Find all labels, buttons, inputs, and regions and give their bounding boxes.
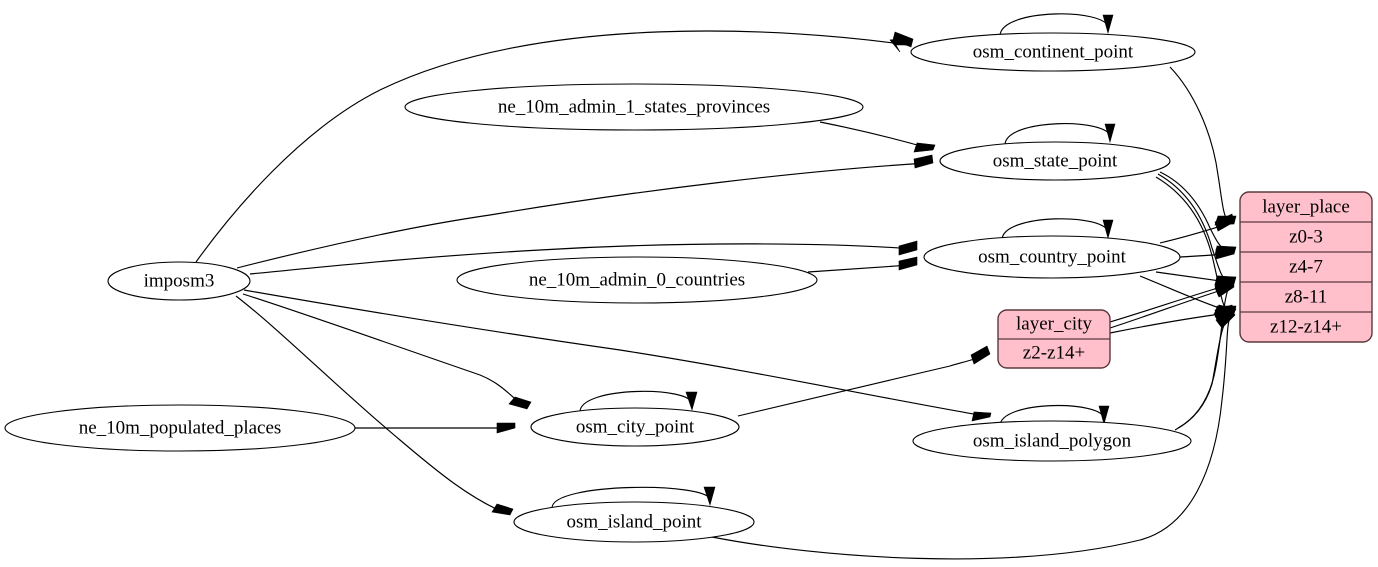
edge-ne_10m_admin_0_countries-to-osm_country_point: [807, 256, 918, 273]
edge-ne_10m_admin_1_states_provinces-to-osm_state_point: [819, 121, 936, 153]
node-osm_continent_point-shape[interactable]: [910, 32, 1196, 72]
node-osm_state_point-shape[interactable]: [939, 141, 1171, 181]
layer_city-row-z2-z14plus[interactable]: z2-z14+: [1023, 342, 1085, 363]
edge-osm_state_point-to-layer_place-z8-11: [1157, 173, 1237, 286]
edge-osm_island_point-to-layer_place-z12-z14plus: [711, 307, 1236, 560]
self-loop-osm_state_point: [1004, 123, 1116, 146]
node-layer_place-shape[interactable]: [1239, 191, 1373, 343]
node-osm_country_point[interactable]: osm_country_point: [923, 235, 1181, 279]
node-ne_10m_populated_places[interactable]: ne_10m_populated_places: [4, 404, 356, 452]
edge-layer: [195, 30, 1237, 560]
edge-ne_10m_populated_places-to-osm_city_point: [355, 422, 516, 434]
node-osm_state_point[interactable]: osm_state_point: [939, 141, 1171, 181]
node-osm_island_polygon[interactable]: osm_island_polygon: [912, 420, 1192, 462]
node-imposm3-shape[interactable]: [107, 261, 251, 301]
edge-imposm3-to-osm_continent_point: [195, 30, 914, 263]
node-layer_place[interactable]: layer_place z0-3 z4-7 z8-11 z12-z14+: [1239, 191, 1373, 343]
node-ne_10m_populated_places-shape[interactable]: [4, 404, 356, 452]
edge-osm_continent_point-to-layer_place-z0-3: [1169, 66, 1237, 226]
self-loop-osm_country_point: [1001, 218, 1114, 241]
node-imposm3-label: imposm3: [144, 270, 215, 291]
layer_place-row-z4-7[interactable]: z4-7: [1289, 256, 1323, 277]
self-loop-osm_city_point: [579, 390, 698, 413]
self-loop-osm_island_polygon: [999, 404, 1110, 427]
edge-layer_city-to-layer_place-z8-11-b: [1109, 278, 1235, 329]
record-node-layer: layer_place z0-3 z4-7 z8-11 z12-z14+ lay…: [997, 191, 1373, 369]
edge-osm_city_point-to-layer_city-z2-z14plus: [737, 345, 991, 417]
node-ne_10m_admin_1_states_provinces-shape[interactable]: [404, 83, 864, 131]
node-layer: imposm3 osm_continent_point ne_10m_admin…: [4, 32, 1196, 543]
layer_place-header-label: layer_place: [1262, 196, 1350, 217]
node-layer_city[interactable]: layer_city z2-z14+: [997, 309, 1111, 369]
node-ne_10m_admin_1_states_provinces[interactable]: ne_10m_admin_1_states_provinces: [404, 83, 864, 131]
edge-osm_country_point-to-layer_place-z0-3: [1159, 213, 1235, 244]
edge-imposm3-to-osm_island_polygon: [243, 289, 992, 422]
edge-imposm3-to-osm_country_point: [249, 240, 918, 275]
node-ne_10m_populated_places-label: ne_10m_populated_places: [79, 417, 282, 438]
node-osm_island_point-label: osm_island_point: [566, 511, 702, 532]
node-osm_state_point-label: osm_state_point: [993, 150, 1118, 171]
node-osm_city_point[interactable]: osm_city_point: [530, 407, 740, 447]
node-ne_10m_admin_1_states_provinces-label: ne_10m_admin_1_states_provinces: [498, 96, 770, 117]
edge-layer_city-to-layer_place-z12-z14plus: [1109, 304, 1235, 334]
node-ne_10m_admin_0_countries[interactable]: ne_10m_admin_0_countries: [456, 256, 818, 304]
node-osm_city_point-label: osm_city_point: [576, 416, 695, 437]
node-osm_continent_point[interactable]: osm_continent_point: [910, 32, 1196, 72]
self-loop-layer: [551, 13, 1116, 509]
node-osm_continent_point-label: osm_continent_point: [973, 41, 1134, 62]
node-osm_island_polygon-shape[interactable]: [912, 420, 1192, 462]
layer_place-row-z0-3[interactable]: z0-3: [1289, 226, 1323, 247]
edge-imposm3-to-osm_state_point: [236, 154, 934, 269]
layer_place-row-z8-11[interactable]: z8-11: [1285, 286, 1328, 307]
node-osm_country_point-label: osm_country_point: [978, 246, 1126, 267]
layer_place-row-z12-z14plus[interactable]: z12-z14+: [1270, 316, 1342, 337]
edge-imposm3-to-osm_city_point: [242, 293, 532, 410]
edge-osm_country_point-to-layer_place-z4-7: [1179, 248, 1235, 260]
node-osm_city_point-shape[interactable]: [530, 407, 740, 447]
node-imposm3[interactable]: imposm3: [107, 261, 251, 301]
node-ne_10m_admin_0_countries-shape[interactable]: [456, 256, 818, 304]
edge-imposm3-to-osm_island_point: [235, 295, 514, 516]
self-loop-osm_continent_point: [999, 13, 1114, 37]
self-loop-osm_island_point: [551, 486, 716, 509]
node-osm_island_polygon-label: osm_island_polygon: [973, 430, 1132, 451]
node-osm_island_point-shape[interactable]: [513, 501, 755, 543]
node-osm_country_point-shape[interactable]: [923, 235, 1181, 279]
layer_city-header-label: layer_city: [1016, 313, 1092, 334]
node-ne_10m_admin_0_countries-label: ne_10m_admin_0_countries: [529, 269, 745, 290]
node-osm_island_point[interactable]: osm_island_point: [513, 501, 755, 543]
